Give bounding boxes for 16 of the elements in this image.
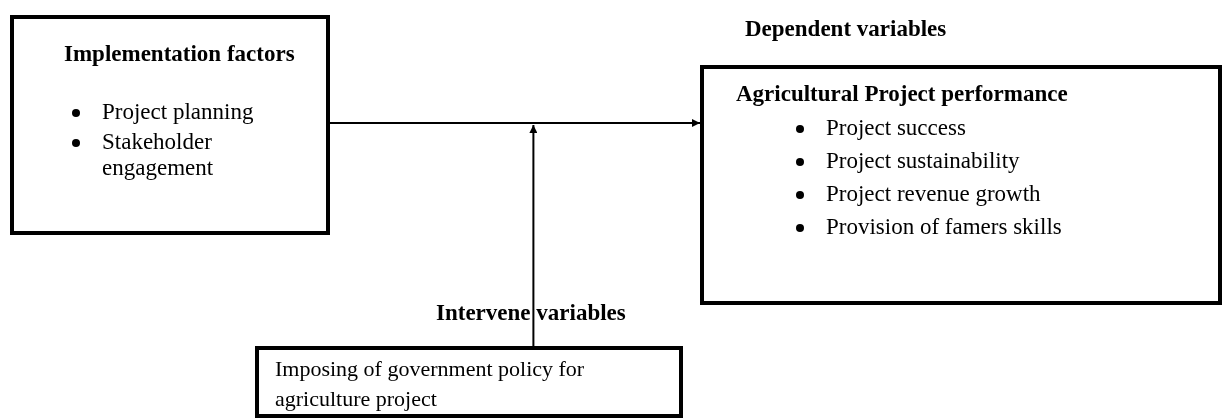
variable-heading: Dependent variables bbox=[745, 16, 947, 42]
text-box bbox=[700, 65, 1222, 305]
text-box bbox=[10, 15, 330, 235]
arrow bbox=[529, 124, 538, 347]
list-item: Project revenue growth bbox=[826, 181, 1042, 207]
text-box bbox=[255, 346, 683, 418]
list-item: Project planning bbox=[102, 99, 255, 125]
list-item: Provision of famers skills bbox=[826, 214, 1063, 240]
variable-heading: Intervene variables bbox=[436, 300, 626, 326]
box-heading: Agricultural Project performance bbox=[736, 81, 1068, 107]
box-heading: Implementation factors bbox=[64, 41, 295, 67]
box-text: Imposing of government policy for agriculture project bbox=[275, 355, 586, 413]
list-item: Stakeholder engagement bbox=[102, 129, 215, 181]
arrow bbox=[329, 119, 701, 127]
list-item: Project success bbox=[826, 115, 967, 141]
list-item: Project sustainability bbox=[826, 148, 1021, 174]
